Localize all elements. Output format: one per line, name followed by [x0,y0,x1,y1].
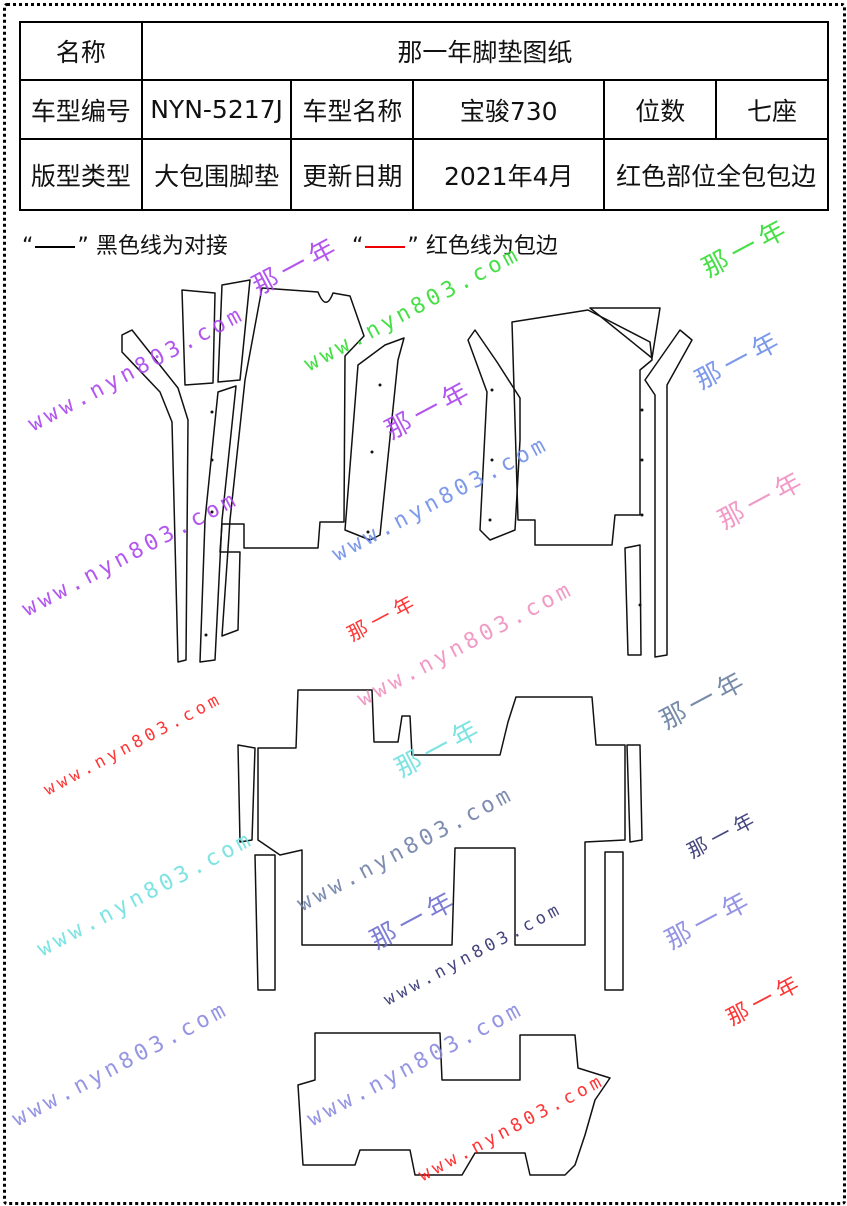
quote: ” [407,234,419,259]
note-value: 红色部位全包包边 [603,138,829,211]
type-value: 大包围脚垫 [140,138,293,211]
mat-strip-mid-right-bottom [604,851,624,991]
black-line-sample [35,246,76,248]
mat-second-row [257,689,626,946]
mat-piece-triangle [589,307,661,359]
model-no-label: 车型编号 [19,79,143,140]
legend-black: “ ” 黑色线为对接 [22,228,228,260]
name-value: 那一年脚垫图纸 [140,21,830,81]
quote: “ [352,234,364,259]
mat-strip-mid-left-top [237,744,256,843]
quote: “ [22,234,34,259]
quote: ” [77,234,89,259]
mat-strip-left-outer [121,329,189,663]
mat-strip-right-lower [624,544,642,656]
name-label: 名称 [19,21,143,81]
alignment-dots [204,383,644,637]
red-line-sample [365,246,406,248]
legend-black-text: 黑色线为对接 [95,234,228,259]
mat-strip-left-inner [199,385,237,663]
mat-strip-mid-right-top [626,744,643,843]
mat-strip-mid-left-bottom [254,854,276,991]
mat-strip-door-left [344,337,405,541]
model-no-value: NYN-5217J [140,79,293,140]
model-name-label: 车型名称 [290,79,415,140]
mat-third-row [297,1032,611,1176]
type-label: 版型类型 [19,138,143,211]
mat-strip-right-inner [467,329,521,541]
legend-red-text: 红色线为包边 [425,234,558,259]
date-value: 2021年4月 [412,138,606,211]
seats-label: 位数 [603,79,718,140]
date-label: 更新日期 [290,138,415,211]
seats-value: 七座 [715,79,829,140]
page-border [3,3,846,1205]
mat-piece-small-1 [181,289,216,386]
model-name-value: 宝骏730 [412,79,606,140]
mat-passenger-main [511,309,653,546]
mat-strip-right-outer [644,329,693,658]
mat-driver-main [219,287,365,637]
legend-red: “ ” 红色线为包边 [352,228,558,260]
info-table: 名称 那一年脚垫图纸 车型编号 NYN-5217J 车型名称 宝骏730 位数 … [19,21,830,211]
mat-piece-small-2 [217,279,251,383]
